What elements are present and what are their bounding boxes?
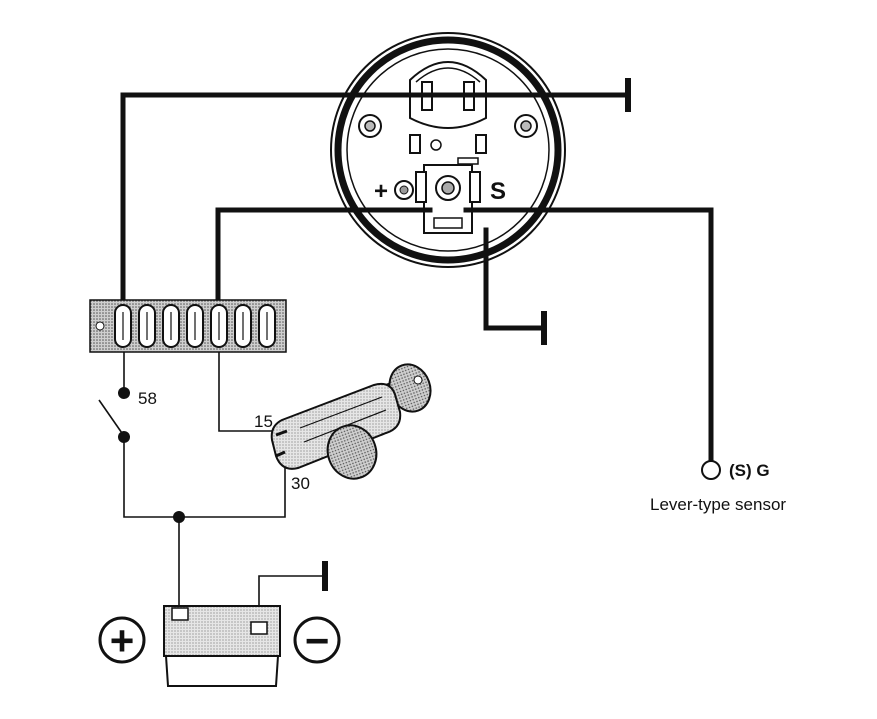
battery-negative-post <box>250 621 268 635</box>
mounting-screw-right <box>514 114 538 138</box>
sensor-terminal <box>701 460 721 480</box>
wires <box>120 78 714 622</box>
negative-sign: − <box>305 617 330 664</box>
switch-terminal-label: 58 <box>138 389 157 408</box>
plus-supply-wire <box>215 207 433 303</box>
fuse-7 <box>258 304 276 348</box>
battery-positive-symbol: + <box>98 616 146 664</box>
ignition-barrel <box>270 382 402 470</box>
lever-type-sensor: (S) G Lever-type sensor <box>650 460 786 514</box>
junction-dot <box>173 511 185 523</box>
fuse-4 <box>186 304 204 348</box>
gauge-rear-view: + S <box>330 32 566 268</box>
fuse-2 <box>138 304 156 348</box>
lamp-wire <box>120 92 629 303</box>
sensor-wire <box>463 207 714 461</box>
battery-positive-post <box>171 607 189 621</box>
small-terminal-right <box>475 134 487 154</box>
switch-contact-bottom <box>118 431 130 443</box>
plus-stud <box>394 180 414 200</box>
switch-lever <box>98 399 125 437</box>
fuse-box <box>89 299 287 353</box>
battery-negative-symbol: − <box>293 616 341 664</box>
battery-body <box>164 655 280 687</box>
battery-bus-wire <box>123 437 286 518</box>
terminal-block <box>415 164 481 234</box>
small-hole <box>430 139 442 151</box>
ignition-switch: 15 30 <box>254 363 432 493</box>
ignition-terminal-30-label: 30 <box>291 474 310 493</box>
plus-terminal-label: + <box>374 178 388 205</box>
ignition-terminal-15-label: 15 <box>254 412 273 431</box>
fuse-6 <box>234 304 252 348</box>
ignition-cap <box>326 424 378 480</box>
sensor-terminal-label: S <box>490 178 506 205</box>
light-switch: 58 <box>98 387 157 443</box>
ignition-15-wire <box>218 352 287 432</box>
battery: + − <box>98 605 341 687</box>
sensor-terminal-label: (S) G <box>729 461 770 480</box>
fuse-1 <box>114 304 132 348</box>
mounting-screw-left <box>358 114 382 138</box>
fuse-3 <box>162 304 180 348</box>
small-terminal-left <box>409 134 421 154</box>
gauge-ground-wire <box>483 227 545 331</box>
positive-sign: + <box>110 617 135 664</box>
switch-contact-top <box>118 387 130 399</box>
fuse-5 <box>210 304 228 348</box>
sensor-name-label: Lever-type sensor <box>650 495 786 514</box>
